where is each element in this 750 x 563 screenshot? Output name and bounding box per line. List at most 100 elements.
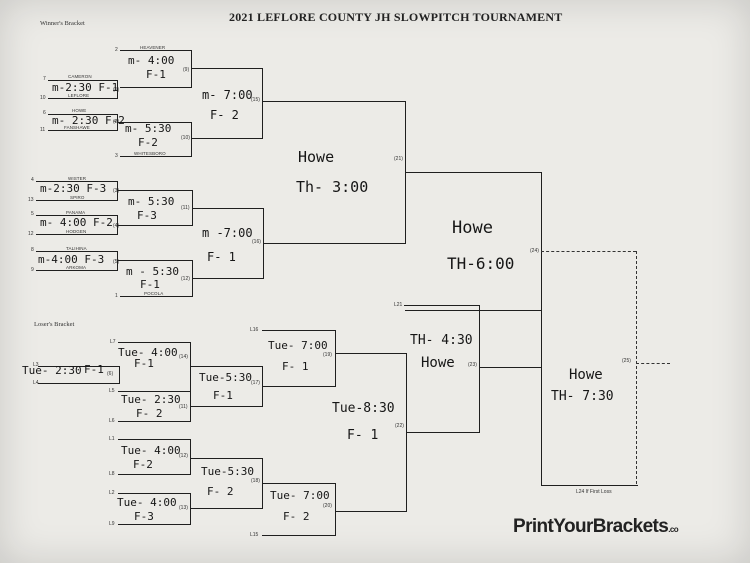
bracket-line [262, 386, 336, 388]
bracket-line [120, 156, 192, 158]
loser-label: L6 [109, 418, 115, 424]
seed-number: 8 [31, 247, 34, 253]
bracket-line [36, 200, 118, 202]
game-number: (25) [622, 358, 631, 364]
handwritten-field: F-1 [140, 278, 160, 291]
loser-label: L7 [110, 339, 116, 345]
seed-number: 9 [31, 267, 34, 273]
bracket-line [118, 342, 191, 344]
bracket-line [48, 80, 118, 82]
game-number: (12) [179, 453, 188, 459]
seed-number: 12 [28, 231, 34, 237]
bracket-line [262, 68, 264, 139]
handwritten-time: Tue-8:30 [332, 401, 395, 416]
team-name: FANSHAWE [64, 125, 90, 130]
bracket-line [191, 68, 263, 70]
team-name: WHITESBORO [134, 151, 166, 156]
bracket-line [335, 330, 337, 387]
game-number: (14) [179, 354, 188, 360]
bracket-line [120, 50, 192, 52]
handwritten-team: Howe [421, 355, 455, 371]
bracket-line [262, 535, 336, 537]
handwritten-team: Howe [569, 367, 603, 383]
handwritten-team: Howe [298, 148, 335, 166]
handwritten-time: m- 5:30 [128, 195, 175, 208]
handwritten-time: Tue- 4:00 [121, 444, 181, 457]
bracket-line [117, 215, 119, 235]
bracket-line [118, 122, 192, 124]
game-number: (1) [113, 87, 120, 93]
handwritten-field: F- 1 [207, 250, 236, 264]
bracket-line [118, 190, 193, 192]
bracket-line [404, 305, 480, 307]
bracket-line [405, 310, 542, 312]
bracket-line [120, 87, 192, 89]
handwritten-time: m- 7:00 [202, 88, 253, 102]
bracket-line [262, 330, 336, 332]
game-number: (11) [181, 205, 190, 211]
if-necessary-line [636, 251, 637, 484]
bracket-line [36, 181, 118, 183]
loser-label: L9 [109, 521, 115, 527]
handwritten-team: Howe [452, 218, 493, 238]
bracket-line [36, 234, 118, 236]
bracket-line [118, 439, 191, 441]
handwritten-field: F-3 [137, 209, 157, 222]
seed-number: 4 [31, 177, 34, 183]
seed-number: 1 [115, 293, 118, 299]
loser-label: L8 [109, 471, 115, 477]
bracket-line [479, 367, 542, 369]
bracket-line [36, 215, 118, 217]
bracket-line [48, 98, 118, 100]
bracket-line [190, 366, 263, 368]
bracket-line [118, 493, 191, 495]
bracket-line [120, 296, 193, 298]
team-name: HODGEN [66, 229, 87, 234]
game-number: (17) [251, 380, 260, 386]
handwritten-time: m -7:00 [202, 226, 253, 240]
game-number: (10) [181, 135, 190, 141]
game-number: (13) [179, 505, 188, 511]
bracket-line [190, 508, 263, 510]
handwritten-time: Tue- 7:00 [270, 489, 330, 502]
handwritten-field: F- 2 [283, 510, 310, 523]
first-loss-note: L24 If First Loss [576, 489, 612, 495]
bracket-line [117, 251, 119, 271]
bracket-line [36, 251, 118, 253]
bracket-line [192, 208, 264, 210]
handwritten-field: F-1 [134, 357, 154, 370]
game-number: (11) [179, 404, 188, 410]
bracket-line [335, 483, 337, 536]
bracket-line [117, 181, 119, 201]
handwritten-field: F-2 [133, 458, 153, 471]
game-number: (6) [107, 371, 114, 377]
handwritten-field: F-2 [138, 136, 158, 149]
bracket-line [406, 432, 480, 434]
team-name: ARKOMA [66, 265, 87, 270]
seed-number: 11 [40, 127, 46, 133]
team-name: LEFLORE [68, 93, 90, 98]
game-number: (18) [251, 478, 260, 484]
team-name: CAMERON [68, 74, 92, 79]
bracket-line [335, 511, 407, 513]
game-number: (19) [323, 352, 332, 358]
handwritten-time: m- 4:00 [128, 54, 175, 67]
handwritten-time: Th- 3:00 [296, 178, 369, 196]
bracket-line [118, 391, 191, 393]
team-name: HOWE [72, 108, 87, 113]
handwritten-field: F- 1 [282, 360, 309, 373]
handwritten-field: F- 2 [207, 485, 234, 498]
if-necessary-line [541, 251, 636, 252]
handwritten-field: F- 2 [210, 108, 239, 122]
bracket-line [263, 243, 406, 245]
game-number: (4) [113, 223, 120, 229]
handwritten-time: m-4:00 F-3 [38, 253, 105, 266]
seed-number: 7 [43, 76, 46, 82]
seed-number: 2 [115, 47, 118, 53]
game-number: (9) [183, 67, 190, 73]
seed-number: 13 [28, 197, 34, 203]
seed-number: 10 [40, 95, 46, 101]
bracket-line [405, 172, 542, 174]
bracket-line [541, 485, 638, 487]
handwritten-time: m- 2:30 F-2 [52, 114, 125, 127]
